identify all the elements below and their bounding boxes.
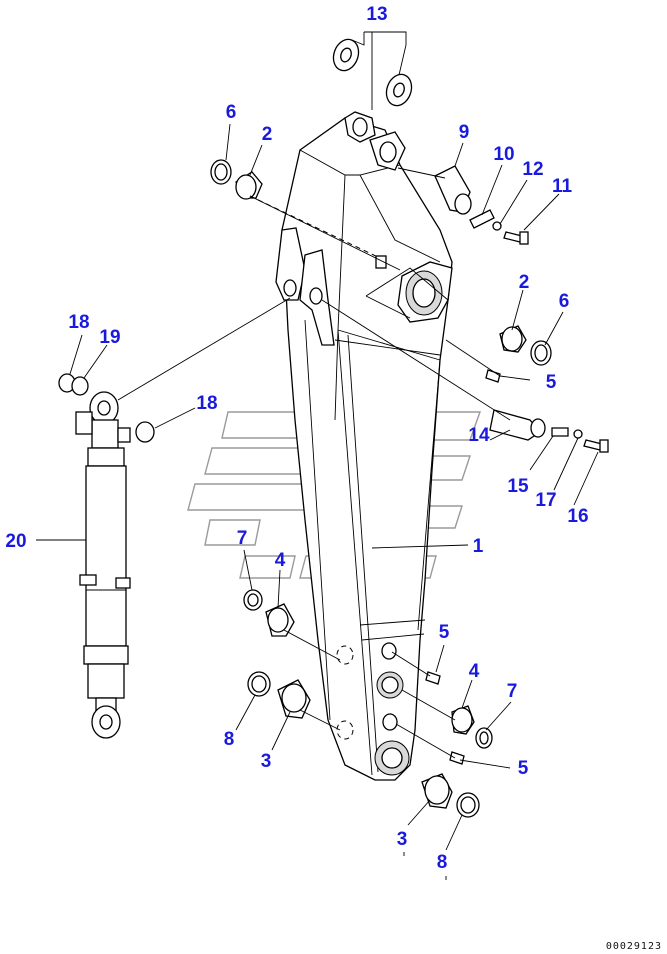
loose-parts	[58, 38, 609, 818]
callout-11: 11	[552, 176, 573, 197]
callout-4-right: 4	[469, 661, 480, 682]
callout-13: 13	[366, 4, 387, 25]
callout-3-right: 3	[397, 829, 408, 850]
callout-8-left: 8	[224, 729, 235, 750]
callout-6-top: 6	[226, 102, 237, 123]
callout-labels: 13 6 2 9 10 12 11 2 6 5 18 19 18 14 15 1…	[5, 4, 588, 873]
callout-6-right: 6	[559, 291, 570, 312]
callout-2-right: 2	[519, 272, 530, 293]
callout-4-left: 4	[275, 550, 286, 571]
callout-8-right: 8	[437, 852, 448, 873]
callout-5-middle: 5	[439, 622, 450, 643]
callout-12: 12	[522, 159, 543, 180]
arm-cylinder	[75, 391, 131, 739]
callout-18-left: 18	[68, 312, 89, 333]
callout-1: 1	[473, 536, 484, 557]
callout-19: 19	[99, 327, 120, 348]
drawing-id: 00029123	[606, 941, 662, 952]
callout-10: 10	[493, 144, 514, 165]
callout-18-right: 18	[196, 393, 217, 414]
leader-lines	[36, 31, 599, 880]
callout-5-upper: 5	[546, 372, 557, 393]
callout-15: 15	[507, 476, 529, 497]
callout-3-left: 3	[261, 751, 272, 772]
callout-16: 16	[567, 506, 588, 527]
callout-20: 20	[5, 531, 26, 552]
arm-body	[275, 111, 453, 781]
callout-2-top: 2	[262, 124, 273, 145]
callout-9: 9	[459, 122, 470, 143]
callout-7-left: 7	[237, 528, 248, 549]
callout-5-lower: 5	[518, 758, 529, 779]
callout-7-right: 7	[507, 681, 518, 702]
callout-17: 17	[535, 490, 556, 511]
callout-14: 14	[468, 425, 490, 446]
